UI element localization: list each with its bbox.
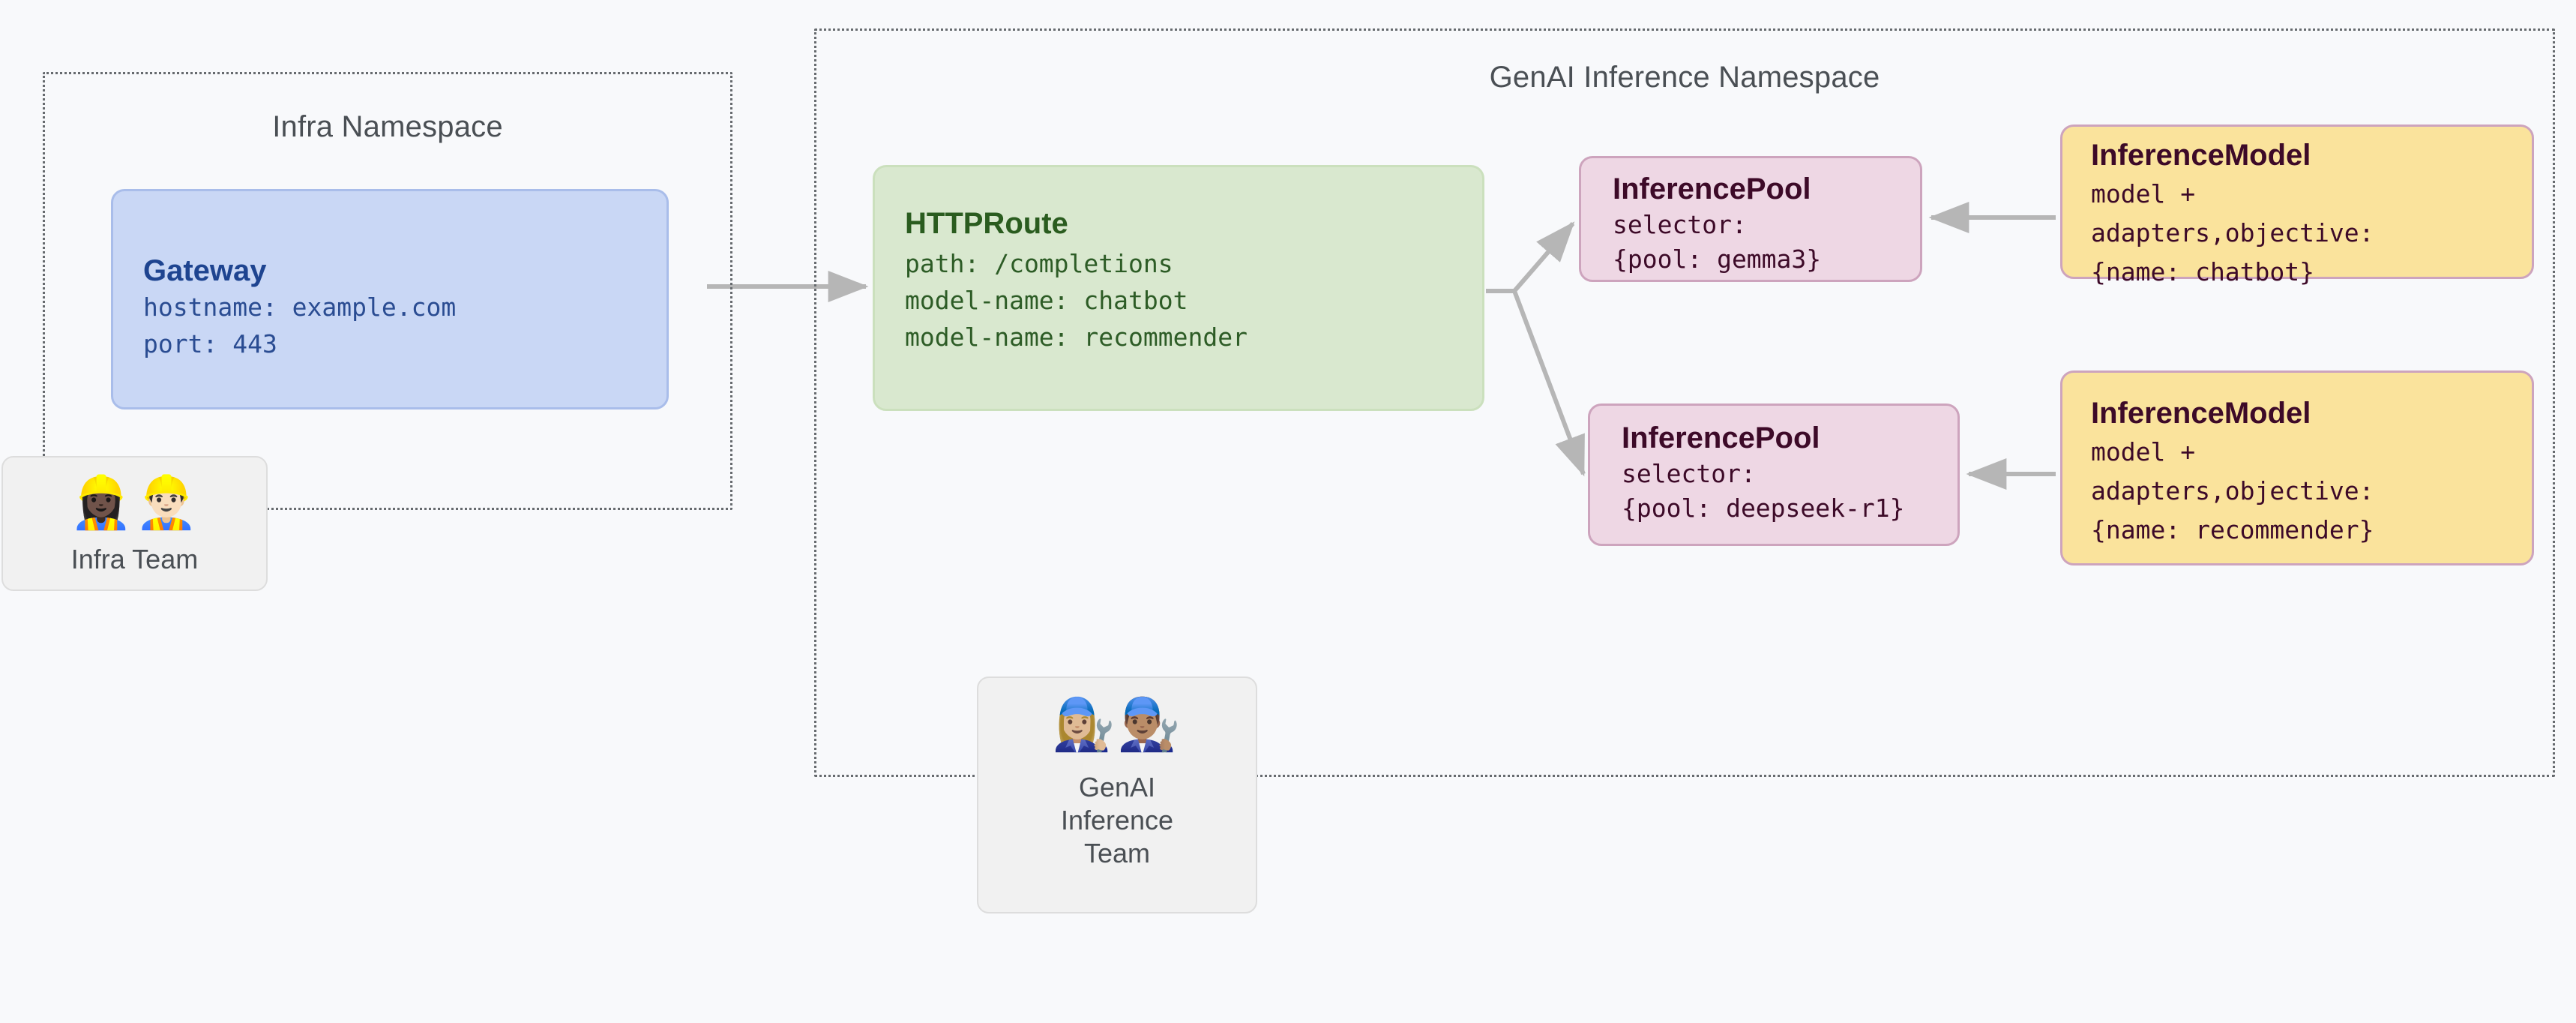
node-gateway-title: Gateway <box>143 254 267 287</box>
node-httproute-title: HTTPRoute <box>905 207 1068 240</box>
node-inference-model-chatbot-content: InferenceModel model + adapters,objectiv… <box>2091 136 2374 292</box>
namespace-infra: Infra Namespace <box>43 72 732 510</box>
namespace-genai-title: GenAI Inference Namespace <box>1489 61 1880 94</box>
node-gateway-hostname: hostname: example.com <box>143 292 457 322</box>
node-inference-model-recommender[interactable]: InferenceModel model + adapters,objectiv… <box>2060 370 2534 566</box>
node-inference-model-recommender-model: model + <box>2091 437 2196 466</box>
node-inference-model-chatbot-name: {name: chatbot} <box>2091 257 2315 286</box>
node-gateway-content: Gateway hostname: example.com port: 443 <box>143 253 456 362</box>
node-inference-model-recommender-name: {name: recommender} <box>2091 515 2374 544</box>
node-inference-model-recommender-content: InferenceModel model + adapters,objectiv… <box>2091 394 2374 550</box>
node-httproute-path: path: /completions <box>905 249 1173 278</box>
node-inference-model-chatbot-adapters: adapters,objective: <box>2091 218 2374 248</box>
node-httproute-content: HTTPRoute path: /completions model-name:… <box>905 202 1248 356</box>
node-inference-model-chatbot[interactable]: InferenceModel model + adapters,objectiv… <box>2060 124 2534 286</box>
team-card-genai-inference[interactable]: 👩🏼‍🔧👨🏽‍🔧 GenAI Inference Team <box>977 676 1257 914</box>
node-inference-pool-gemma3-selector-value: {pool: gemma3} <box>1613 244 1822 274</box>
node-inference-pool-deepseek-r1-selector-label: selector: <box>1622 459 1756 488</box>
construction-worker-icon: 👷🏿‍♀️👷🏻‍♂️ <box>69 474 200 531</box>
node-inference-model-recommender-title: InferenceModel <box>2091 397 2311 430</box>
namespace-genai: GenAI Inference Namespace <box>814 28 2555 777</box>
node-httproute-model-name-recommender: model-name: recommender <box>905 322 1248 352</box>
node-inference-pool-deepseek-r1[interactable]: InferencePool selector: {pool: deepseek-… <box>1588 404 1960 546</box>
team-card-genai-label-line2: Inference <box>1060 805 1174 836</box>
node-gateway[interactable]: Gateway hostname: example.com port: 443 <box>111 189 669 410</box>
node-httproute[interactable]: HTTPRoute path: /completions model-name:… <box>873 165 1484 411</box>
node-inference-pool-gemma3-title: InferencePool <box>1613 172 1811 206</box>
node-inference-pool-deepseek-r1-title: InferencePool <box>1622 422 1820 454</box>
namespace-infra-title: Infra Namespace <box>272 110 503 143</box>
team-card-infra[interactable]: 👷🏿‍♀️👷🏻‍♂️ Infra Team <box>1 456 268 591</box>
node-inference-pool-gemma3-content: InferencePool selector: {pool: gemma3} <box>1613 170 1821 277</box>
node-inference-model-recommender-adapters: adapters,objective: <box>2091 476 2374 506</box>
mechanic-icon: 👩🏼‍🔧👨🏽‍🔧 <box>1052 696 1182 753</box>
node-inference-pool-gemma3[interactable]: InferencePool selector: {pool: gemma3} <box>1579 156 1922 282</box>
node-inference-pool-gemma3-selector-label: selector: <box>1613 210 1747 239</box>
team-card-genai-label-line3: Team <box>1083 838 1151 868</box>
node-gateway-port: port: 443 <box>143 329 277 358</box>
node-httproute-model-name-chatbot: model-name: chatbot <box>905 286 1188 315</box>
node-inference-pool-deepseek-r1-content: InferencePool selector: {pool: deepseek-… <box>1622 419 1905 526</box>
node-inference-model-chatbot-model: model + <box>2091 179 2196 208</box>
team-card-infra-label: Infra Team <box>70 544 199 574</box>
node-inference-model-chatbot-title: InferenceModel <box>2091 139 2311 172</box>
node-inference-pool-deepseek-r1-selector-value: {pool: deepseek-r1} <box>1622 494 1905 523</box>
team-card-genai-label-line1: GenAI <box>1078 772 1156 802</box>
